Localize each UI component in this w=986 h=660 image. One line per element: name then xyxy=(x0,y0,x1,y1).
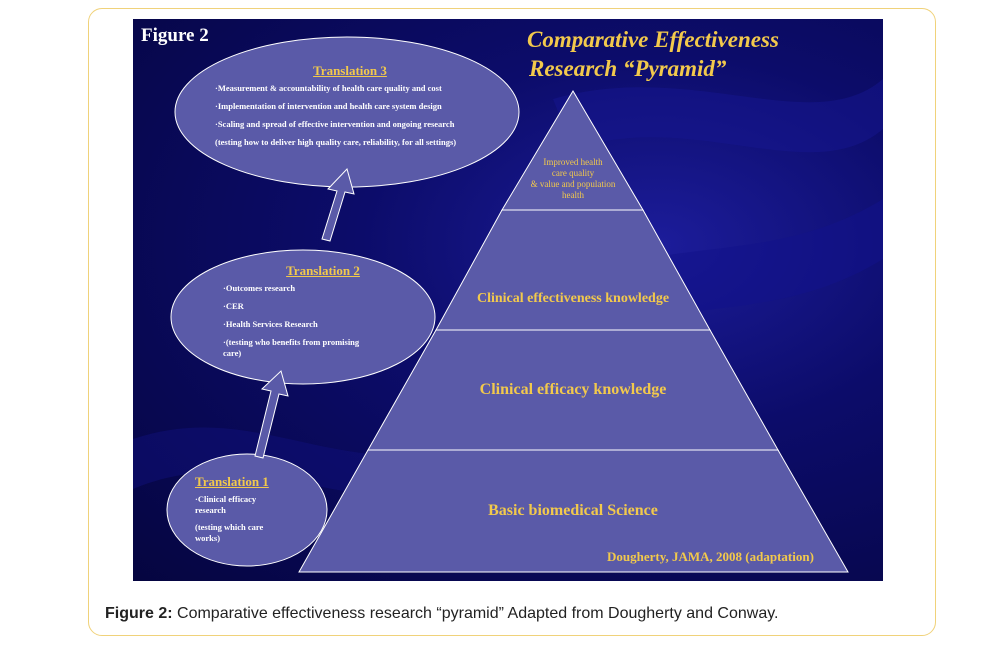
translation-2-item: ·Health Services Research xyxy=(223,319,318,329)
pyramid-top-label: Improved health care quality & value and… xyxy=(513,157,633,201)
translation-3-item: ·Scaling and spread of effective interve… xyxy=(215,119,455,129)
translation-3-item: ·Implementation of intervention and heal… xyxy=(215,101,442,111)
translation-3-heading: Translation 3 xyxy=(313,63,387,78)
diagram-title: Comparative Effectiveness Research “Pyra… xyxy=(527,25,779,83)
translation-2-item: ·Outcomes research xyxy=(223,283,296,293)
diagram-graphics xyxy=(133,36,883,573)
translation-1-ellipse xyxy=(166,453,328,567)
pyramid-tier-basic xyxy=(298,449,849,573)
diagram-title-line-1: Comparative Effectiveness xyxy=(527,27,779,52)
translation-1-heading: Translation 1 xyxy=(195,474,269,489)
diagram-title-line-2: Research “Pyramid” xyxy=(529,56,727,81)
pyramid-top-label-line: Improved health xyxy=(543,157,603,167)
arrow-up-2-to-3 xyxy=(321,168,355,242)
pyramid-top-label-line: & value and population xyxy=(530,179,616,189)
translation-1-item: works) xyxy=(195,533,221,543)
translation-2-item: ·CER xyxy=(223,301,244,311)
translation-2-text: Translation 2 ·Outcomes research ·CER ·H… xyxy=(223,263,423,366)
figure-label: Figure 2 xyxy=(141,25,209,46)
pyramid-basic-label: Basic biomedical Science xyxy=(488,502,658,519)
translation-3-item: ·Measurement & accountability of health … xyxy=(215,83,442,93)
bg-swirl xyxy=(513,199,883,379)
caption-text: Comparative effectiveness research “pyra… xyxy=(172,605,779,622)
translation-2-ellipse xyxy=(170,249,436,385)
bg-swirl xyxy=(553,79,883,153)
arrow-up-1-to-2 xyxy=(254,370,289,459)
translation-2-item: care) xyxy=(223,348,242,358)
figure-slide: Figure 2 Comparative Effectiveness Resea… xyxy=(133,19,883,581)
pyramid-top-label-line: health xyxy=(562,190,584,200)
citation: Dougherty, JAMA, 2008 (adaptation) xyxy=(607,549,814,564)
translation-1-item: ·Clinical efficacy xyxy=(195,494,257,504)
translation-3-item: (testing how to deliver high quality car… xyxy=(215,137,457,147)
translation-3-text: Translation 3 ·Measurement & accountabil… xyxy=(215,63,485,155)
pyramid-top-label-line: care quality xyxy=(551,168,595,178)
figure-caption: Figure 2: Comparative effectiveness rese… xyxy=(105,605,778,623)
pyramid-efficacy-label: Clinical efficacy knowledge xyxy=(479,381,667,398)
translation-2-item: ·(testing who benefits from promising xyxy=(223,337,360,347)
caption-prefix: Figure 2: xyxy=(105,605,173,622)
translation-1-item: (testing which care xyxy=(195,522,264,532)
pyramid-tier-effectiveness xyxy=(435,209,711,331)
translation-2-heading: Translation 2 xyxy=(286,263,360,278)
translation-1-text: Translation 1 ·Clinical efficacy researc… xyxy=(195,474,305,551)
pyramid-effectiveness-label: Clinical effectiveness knowledge xyxy=(476,291,670,306)
translation-1-item: research xyxy=(195,505,226,515)
